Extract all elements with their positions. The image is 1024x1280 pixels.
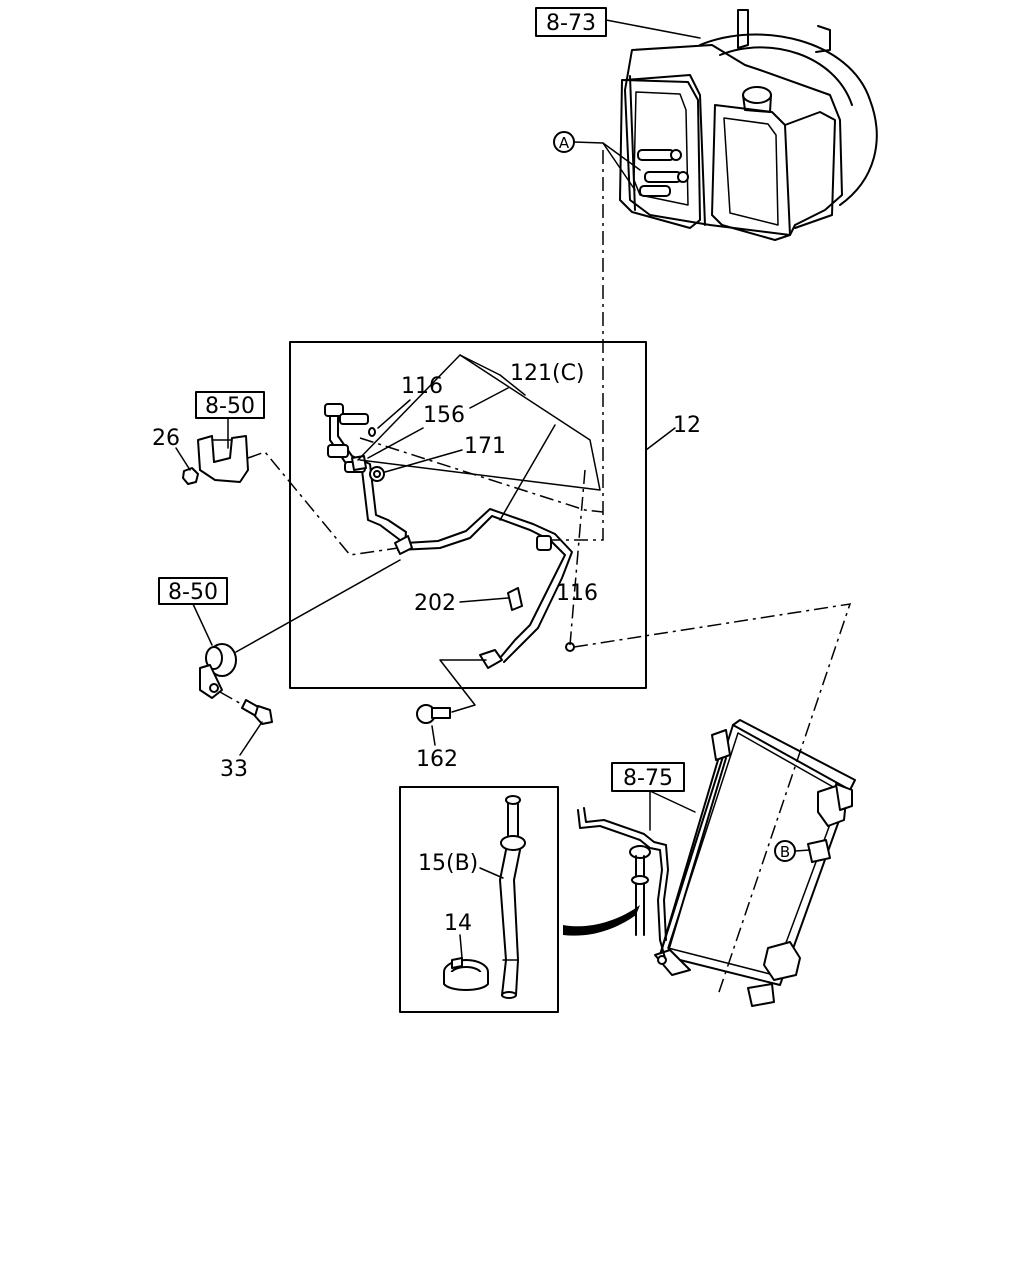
connection-line-a [545, 150, 604, 541]
detail-inset-box [399, 786, 559, 1013]
part-202-leader [459, 597, 509, 603]
part-121-leader [469, 387, 509, 409]
condenser-reference: 8-75 [611, 762, 696, 831]
pipe-assembly-box [289, 341, 647, 689]
callout-a-label: A [559, 134, 570, 152]
heater-unit-reference-label: 8-73 [546, 11, 596, 36]
connection-line-condenser [573, 603, 852, 996]
lower-bracket-reference: 8-50 [158, 577, 228, 646]
part-33-label: 33 [220, 757, 248, 782]
part-162-bolt: 162 [416, 704, 458, 772]
part-156-leader [367, 427, 424, 459]
detail-arrow [563, 905, 640, 936]
part-33-bolt: 33 [220, 699, 273, 782]
receiver-pipe-drawing [499, 795, 526, 999]
part-14-clamp: 14 [443, 911, 489, 991]
lower-bracket-reference-label: 8-50 [168, 580, 218, 605]
condenser-reference-label: 8-75 [623, 766, 673, 791]
upper-bracket-reference-label: 8-50 [205, 394, 255, 419]
upper-bracket-reference: 8-50 [195, 391, 265, 449]
part-26-label: 26 [152, 426, 180, 451]
part-121-label: 121(C) [510, 361, 585, 386]
part-12-leader: 12 [645, 413, 701, 451]
refrigerant-pipe [324, 403, 573, 669]
part-15-label: 15(B) [418, 851, 478, 876]
part-116-upper-leader [377, 399, 411, 429]
upper-clamp-drawing [197, 435, 399, 556]
part-171-label: 171 [464, 434, 506, 459]
part-162-label: 162 [416, 747, 458, 772]
part-156-label: 156 [423, 403, 465, 428]
callout-a: A [553, 131, 641, 191]
part-162-leader-line [439, 659, 487, 713]
part-12-label: 12 [673, 413, 701, 438]
part-15-leader: 15(B) [418, 851, 504, 879]
part-116-lower-label: 116 [556, 581, 598, 606]
part-116-upper-label: 116 [401, 374, 443, 399]
part-171-leader [384, 449, 463, 473]
part-121-leaders [357, 354, 601, 521]
heater-unit-reference: 8-73 [535, 7, 701, 39]
part-14-label: 14 [444, 911, 472, 936]
assembly-dash-line-2 [569, 469, 586, 646]
part-202-label: 202 [414, 591, 456, 616]
assembly-dash-line [359, 437, 604, 513]
part-26-nut: 26 [152, 426, 199, 485]
callout-b: B [774, 840, 811, 862]
callout-b-label: B [780, 843, 790, 861]
heater-unit-drawing [619, 9, 878, 241]
o-rings-and-nuts [351, 427, 575, 652]
condenser-drawing [577, 719, 856, 1007]
